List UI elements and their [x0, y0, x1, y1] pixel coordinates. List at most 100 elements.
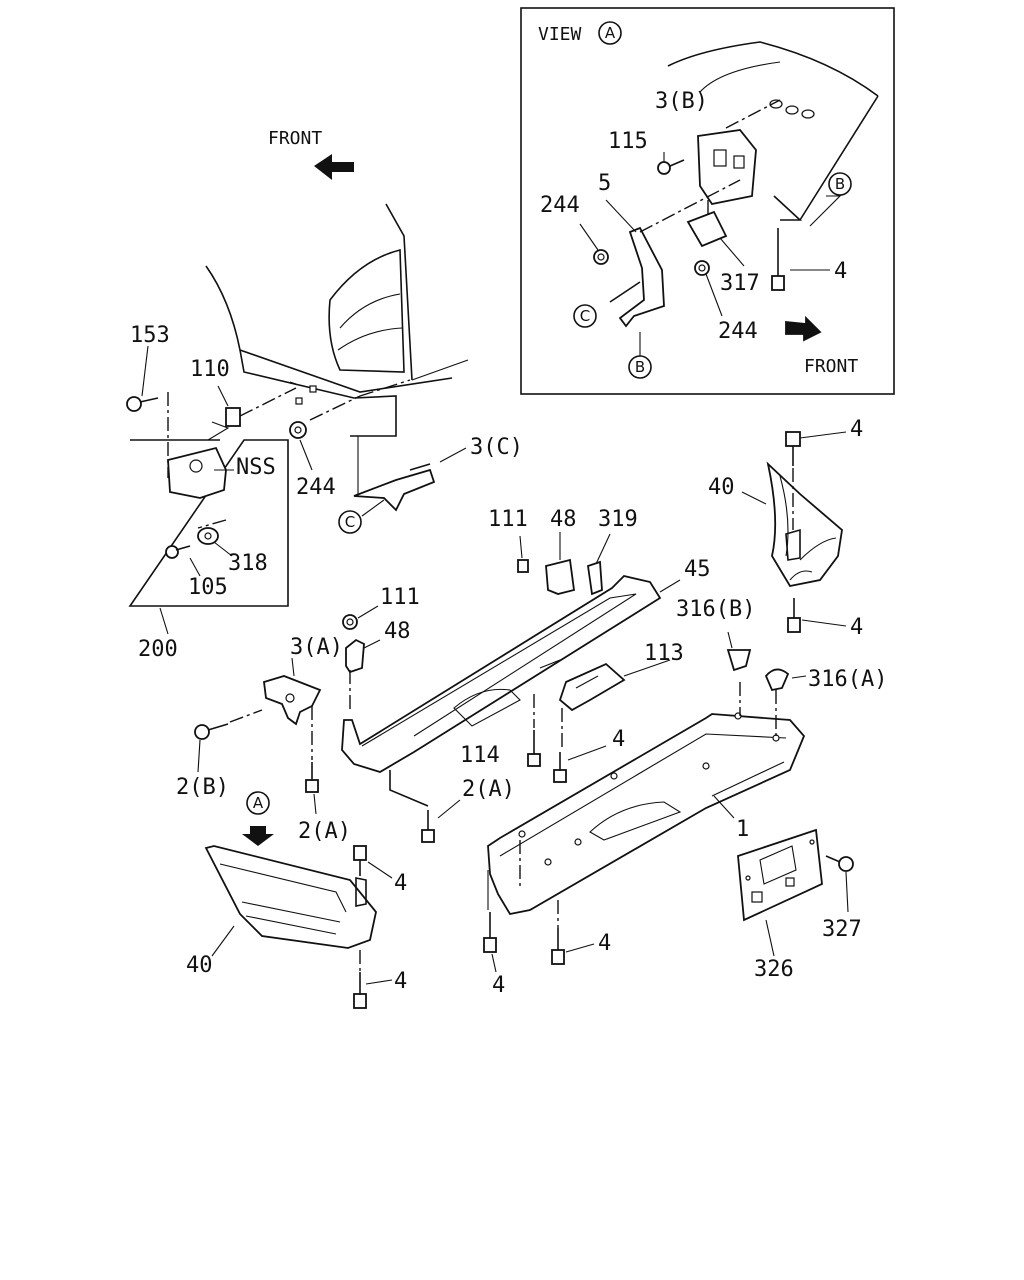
- bolt-114: [527, 730, 541, 767]
- ref-circle-a-inset: A: [598, 21, 622, 45]
- inset-frame: [520, 7, 895, 395]
- label-2b: 2(B): [176, 775, 229, 800]
- front-label-inset: FRONT: [804, 356, 858, 377]
- label-48-top: 48: [550, 507, 577, 532]
- bolt-153: [126, 396, 159, 412]
- label-115: 115: [608, 129, 648, 154]
- label-244-main: 244: [296, 475, 336, 500]
- label-317: 317: [720, 271, 760, 296]
- svg-text:B: B: [835, 175, 845, 193]
- bolt-4-inset: [771, 228, 785, 291]
- ref-circle-c-main: C: [338, 510, 362, 534]
- clip-316a: [764, 668, 790, 692]
- label-111-mid: 111: [380, 585, 420, 610]
- bolt-4-tr-bot: [787, 598, 801, 633]
- label-326: 326: [754, 957, 794, 982]
- vehicle-rear-body: [205, 203, 469, 437]
- svg-text:B: B: [635, 358, 645, 376]
- bracket-3c: [353, 463, 436, 512]
- bolt-4-left: [353, 845, 367, 876]
- label-4-tr-bot: 4: [850, 615, 863, 640]
- label-4-inset: 4: [834, 259, 847, 284]
- clip-110: [225, 407, 241, 427]
- svg-text:A: A: [605, 24, 616, 42]
- plate-317: [686, 210, 728, 248]
- nut-244-inset-a: [593, 249, 609, 265]
- label-200: 200: [138, 637, 178, 662]
- label-244-inset-b: 244: [718, 319, 758, 344]
- bolt-105: [165, 545, 191, 559]
- bolt-4-tr-top: [785, 431, 801, 466]
- label-318: 318: [228, 551, 268, 576]
- front-arrow-inset: [785, 315, 822, 342]
- label-4-left-bot: 4: [394, 969, 407, 994]
- label-3c: 3(C): [470, 435, 523, 460]
- bracket-5: [618, 226, 665, 328]
- label-4-left: 4: [394, 871, 407, 896]
- label-3a: 3(A): [290, 635, 343, 660]
- svg-text:C: C: [345, 513, 355, 531]
- label-113: 113: [644, 641, 684, 666]
- nut-244-main: [289, 421, 307, 439]
- spacer-318: [197, 527, 219, 545]
- label-319: 319: [598, 507, 638, 532]
- label-153: 153: [130, 323, 170, 348]
- label-40-left: 40: [186, 953, 213, 978]
- plate-319: [587, 560, 603, 596]
- ref-circle-c-inset: C: [573, 304, 597, 328]
- nss-bracket: [167, 446, 227, 499]
- bolt-327: [825, 855, 854, 872]
- svg-text:C: C: [580, 307, 590, 325]
- label-327: 327: [822, 917, 862, 942]
- bracket-113: [558, 662, 626, 712]
- label-316a: 316(A): [808, 667, 887, 692]
- bolt-4-step-a: [483, 912, 497, 953]
- bolt-2a-upper: [305, 762, 319, 793]
- label-2a-lower: 2(A): [462, 777, 515, 802]
- label-244-inset-a: 244: [540, 193, 580, 218]
- bolt-2b: [194, 723, 229, 740]
- nut-111-upper: [517, 559, 529, 573]
- bolt-4-step-b: [551, 900, 565, 965]
- label-110: 110: [190, 357, 230, 382]
- bolt-2a-lower: [421, 810, 435, 843]
- label-4-tr-top: 4: [850, 417, 863, 442]
- label-111-top: 111: [488, 507, 528, 532]
- bolt-4-left-bot: [353, 950, 367, 1009]
- label-5: 5: [598, 171, 611, 196]
- label-4-mid: 4: [612, 727, 625, 752]
- nut-111-mid: [342, 614, 358, 630]
- label-3b: 3(B): [655, 89, 708, 114]
- end-cap-40-left: [204, 845, 377, 949]
- label-105: 105: [188, 575, 228, 600]
- label-114: 114: [460, 743, 500, 768]
- label-nss: NSS: [236, 455, 276, 480]
- inset-pins: [769, 99, 815, 119]
- svg-text:A: A: [253, 794, 264, 812]
- end-cap-40-right: [766, 461, 843, 588]
- step-rail-45: [341, 575, 662, 773]
- label-45: 45: [684, 557, 711, 582]
- bolt-4-mid: [553, 752, 567, 783]
- ref-circle-b-inset-bottom: B: [628, 355, 652, 379]
- nut-244-inset-b: [694, 260, 710, 276]
- label-4-step-a: 4: [492, 973, 505, 998]
- ref-indicator-a-main: A: [242, 791, 274, 846]
- label-316b: 316(B): [676, 597, 755, 622]
- bracket-48-upper: [545, 558, 575, 595]
- plate-326: [737, 828, 823, 922]
- front-arrow-main: [314, 154, 354, 180]
- label-48-mid: 48: [384, 619, 411, 644]
- label-4-step-b: 4: [598, 931, 611, 956]
- label-1: 1: [736, 817, 749, 842]
- ref-circle-b-inset-right: B: [828, 172, 852, 196]
- bracket-3a: [263, 675, 322, 726]
- front-label-main: FRONT: [268, 128, 322, 149]
- group-box-200: [128, 421, 289, 607]
- inset-body-panel: [667, 41, 879, 97]
- label-40-right: 40: [708, 475, 735, 500]
- view-label: VIEW: [538, 24, 582, 45]
- bolt-115: [657, 159, 685, 175]
- label-2a-upper: 2(A): [298, 819, 351, 844]
